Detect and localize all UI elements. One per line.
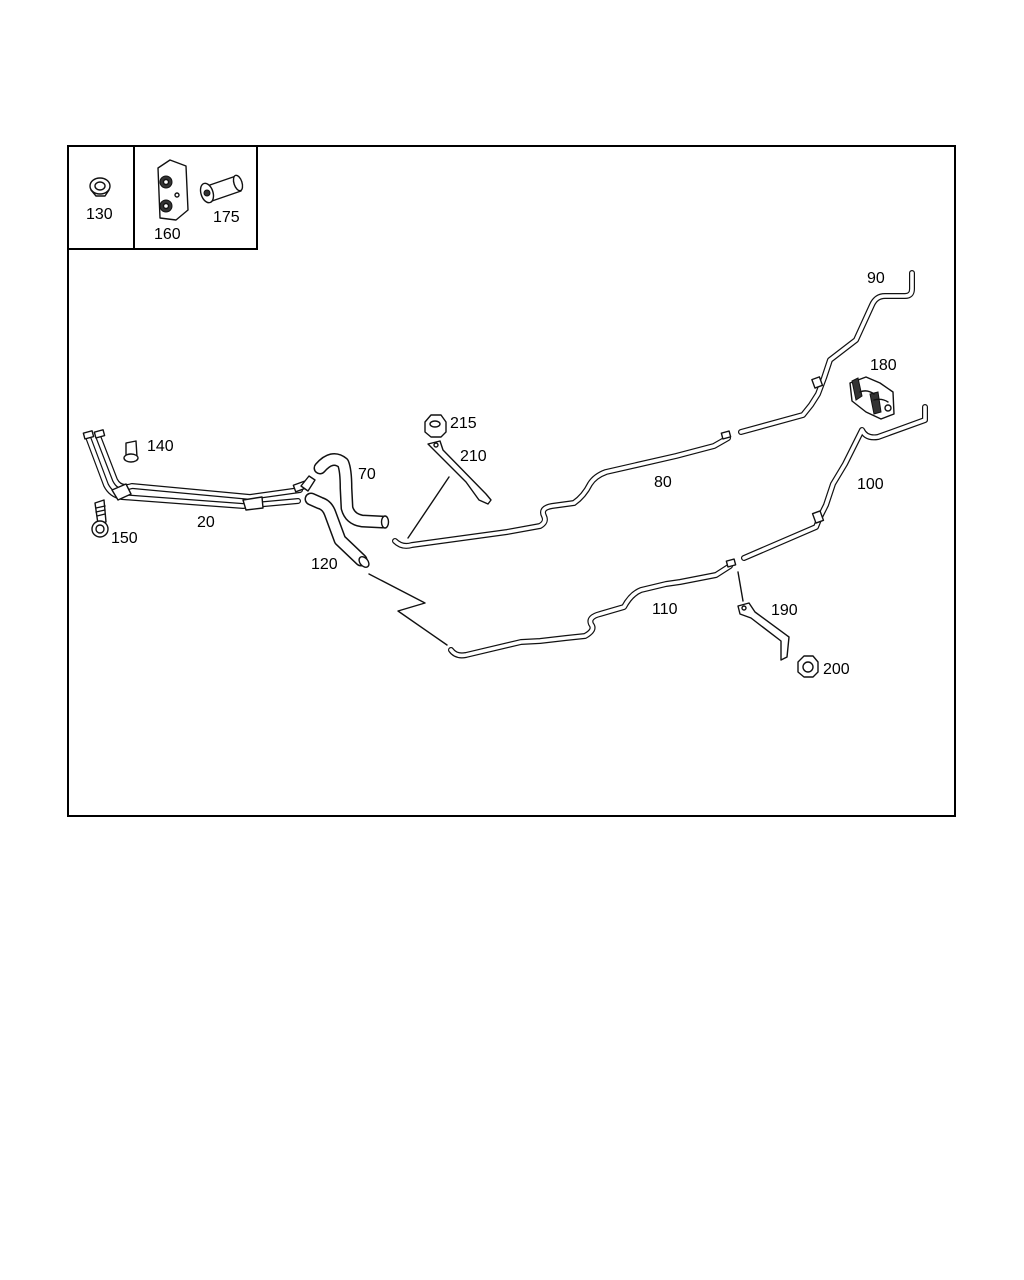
nut-215[interactable] <box>424 414 447 438</box>
label-190: 190 <box>771 602 798 619</box>
pipe-100[interactable] <box>741 404 928 561</box>
label-175: 175 <box>213 209 240 226</box>
bracket-190[interactable] <box>737 602 790 661</box>
label-80: 80 <box>654 474 672 491</box>
label-100: 100 <box>857 476 884 493</box>
nut-200[interactable] <box>797 655 819 678</box>
label-140: 140 <box>147 438 174 455</box>
label-110: 110 <box>652 601 678 618</box>
diagram-frame <box>67 145 956 817</box>
hose-clamp-130[interactable] <box>89 177 111 197</box>
label-215: 215 <box>450 415 477 432</box>
label-160: 160 <box>154 226 181 243</box>
bracket-210[interactable] <box>427 440 492 505</box>
grommet-175[interactable] <box>198 174 244 204</box>
bolt-150[interactable] <box>91 499 109 538</box>
label-70: 70 <box>358 466 376 483</box>
leader-210 <box>407 476 450 539</box>
label-90: 90 <box>867 270 885 287</box>
holder-clamp-180[interactable] <box>849 376 895 420</box>
label-120: 120 <box>311 556 338 573</box>
label-150: 150 <box>111 530 138 547</box>
leader-120 <box>368 573 448 646</box>
pipe-110[interactable] <box>448 558 737 659</box>
small-parts-inset <box>68 146 258 250</box>
expanding-nut-140[interactable] <box>123 440 139 463</box>
label-130: 130 <box>86 206 113 223</box>
pipe-assembly-20[interactable] <box>82 429 308 511</box>
pipe-80[interactable] <box>392 430 732 549</box>
hose-120[interactable] <box>300 475 371 569</box>
pipe-90[interactable] <box>738 270 915 435</box>
label-180: 180 <box>870 357 897 374</box>
leader-190 <box>737 571 744 602</box>
label-210: 210 <box>460 448 487 465</box>
hose-70[interactable] <box>313 453 390 529</box>
label-20: 20 <box>197 514 215 531</box>
double-clip-160[interactable] <box>157 159 189 221</box>
label-200: 200 <box>823 661 850 678</box>
